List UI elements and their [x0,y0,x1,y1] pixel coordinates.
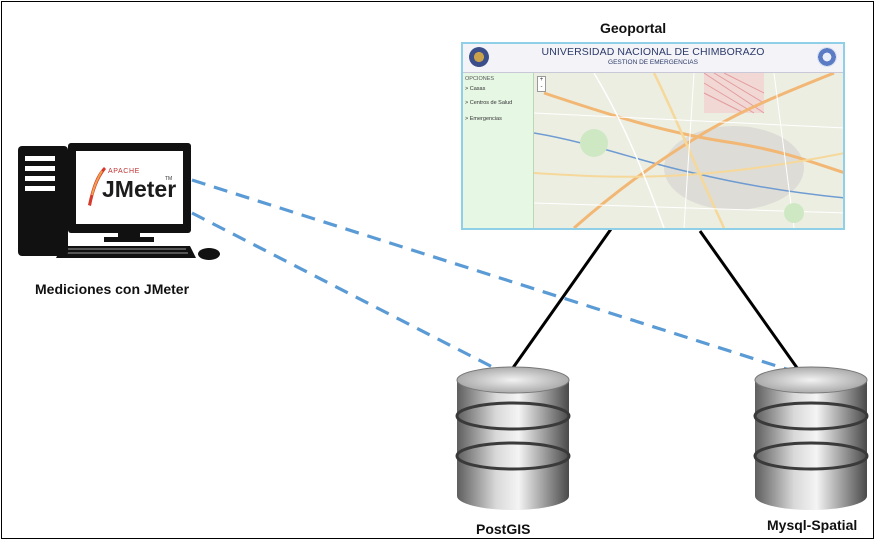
link-geoportal-mysql [698,230,802,373]
geoportal-sidebar: OPCIONES > Casas > Centros de Salud > Em… [463,73,534,228]
sidebar-item-emergencias[interactable]: > Emergencias [465,116,502,122]
mysql-spatial-database-icon [753,366,869,510]
geoportal-subtitle: GESTION DE EMERGENCIAS [608,59,698,66]
postgis-label: PostGIS [476,521,531,537]
jmeter-apache-text: APACHE [108,168,140,175]
link-geoportal-postgis [508,228,613,373]
geoportal-label: Geoportal [600,20,667,36]
mysql-spatial-label: Mysql-Spatial [767,517,858,533]
jmeter-feather-icon [88,167,106,206]
link-jmeter-postgis [191,211,513,379]
jmeter-logo-text: JMeter [102,176,177,202]
postgis-database-icon [455,366,571,510]
geoportal-title: UNIVERSIDAD NACIONAL DE CHIMBORAZO [541,46,765,58]
sidebar-heading: OPCIONES [465,76,495,82]
drive-bay [25,186,55,191]
link-jmeter-mysql [191,178,806,377]
zoom-out-button[interactable]: - [540,84,543,90]
keyboard-icon [56,246,196,258]
drive-bay [25,176,55,181]
faculty-logo-icon [817,47,837,67]
jmeter-trademark: TM [165,176,173,182]
drive-bay [25,156,55,161]
monitor-screen: APACHE JMeter TM [76,151,183,224]
drive-bay [25,166,55,171]
monitor-stand [118,232,140,238]
monitor-base [104,237,154,242]
map-zoom-control: + - [537,76,546,92]
monitor-icon: APACHE JMeter TM [68,143,191,233]
geoportal-screenshot: UNIVERSIDAD NACIONAL DE CHIMBORAZO GESTI… [461,42,845,230]
geoportal-map[interactable]: + - [534,73,843,228]
zoom-in-button[interactable]: + [539,77,544,83]
mouse-icon [198,248,220,260]
geoportal-header: UNIVERSIDAD NACIONAL DE CHIMBORAZO GESTI… [463,44,843,73]
university-logo-icon [469,47,489,67]
map-tiles [534,73,843,228]
computer-tower-icon [18,146,68,256]
sidebar-item-centros-salud[interactable]: > Centros de Salud [465,100,513,106]
jmeter-client-label: Mediciones con JMeter [35,281,190,297]
sidebar-item-casas[interactable]: > Casas [465,86,486,92]
